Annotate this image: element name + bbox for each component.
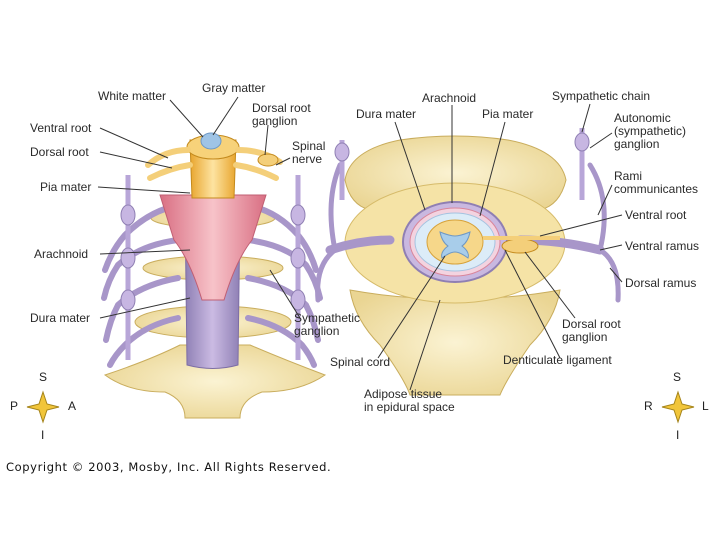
label-spinal-cord: Spinal cord (330, 355, 391, 369)
left-spinal-nerves (101, 202, 323, 368)
label-dorsal-root-left: Dorsal root (30, 145, 89, 159)
label-dura-mater-left: Dura mater (30, 311, 91, 325)
top-nerve-roots (145, 147, 283, 181)
compass-right-right: L (702, 399, 709, 413)
label-dorsal-ramus: Dorsal ramus (625, 276, 697, 290)
vertebra-base (103, 344, 327, 419)
label-spinal-nerve: Spinal nerve (292, 139, 326, 166)
label-adipose-tissue: Adipose tissue in epidural space (364, 387, 455, 414)
compass-right-bottom: I (676, 428, 680, 442)
compass-right-top: S (673, 370, 682, 384)
right-compass-star (661, 390, 695, 424)
label-ventral-root-right: Ventral root (625, 208, 687, 222)
label-white-matter: White matter (98, 89, 167, 103)
top-dorsal-root-ganglion (257, 153, 279, 167)
label-denticulate-ligament: Denticulate ligament (503, 353, 612, 367)
label-sympathetic-chain: Sympathetic chain (552, 89, 651, 103)
left-autonomic-ganglion (334, 142, 350, 162)
label-dorsal-root-ganglion-right: Dorsal root ganglion (562, 317, 621, 344)
compass-left-left: P (10, 399, 19, 413)
compass-right-left: R (644, 399, 653, 413)
copyright-notice: Copyright © 2003, Mosby, Inc. All Rights… (6, 460, 332, 474)
vertebral-body (349, 289, 561, 396)
label-dura-mater-right: Dura mater (356, 107, 417, 121)
label-arachnoid-left: Arachnoid (34, 247, 89, 261)
left-compass-star (26, 390, 60, 424)
label-autonomic-ganglion: Autonomic (sympathetic) ganglion (614, 111, 687, 151)
gray-matter-butterfly (439, 231, 471, 259)
compass-left-right: A (68, 399, 77, 413)
label-pia-mater-right: Pia mater (482, 107, 534, 121)
arachnoid-layer (159, 194, 267, 301)
right-cross-section (315, 128, 621, 396)
label-ventral-ramus: Ventral ramus (625, 239, 700, 253)
left-leader-lines (97, 96, 301, 319)
label-sympathetic-ganglion: Sympathetic ganglion (294, 311, 361, 338)
right-autonomic-ganglion (574, 132, 590, 152)
label-dorsal-root-ganglion-left: Dorsal root ganglion (252, 101, 311, 128)
dorsal-root-ganglion (501, 238, 539, 254)
compass-left-bottom: I (41, 428, 45, 442)
right-leader-lines (377, 103, 623, 391)
compass-left-top: S (39, 370, 48, 384)
label-pia-mater-left: Pia mater (40, 180, 92, 194)
left-spinal-column (101, 132, 327, 419)
label-rami-communicantes: Rami communicantes (614, 169, 699, 196)
label-arachnoid-right: Arachnoid (422, 91, 477, 105)
label-ventral-root-left: Ventral root (30, 121, 92, 135)
gray-matter-top (200, 132, 222, 150)
label-gray-matter: Gray matter (202, 81, 266, 95)
